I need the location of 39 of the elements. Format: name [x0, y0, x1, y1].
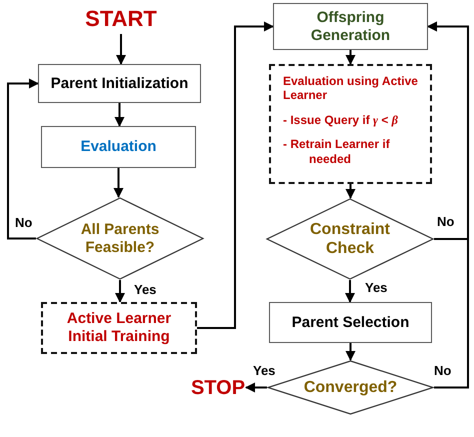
- bullet-text: - Retrain Learner if needed: [283, 137, 391, 166]
- process-box: [41, 126, 196, 168]
- decision-diamond: [36, 197, 204, 280]
- terminal-label: STOP: [190, 376, 246, 400]
- node-text: Evaluation: [80, 138, 156, 156]
- node-text: Evaluation using Active Learner: [283, 74, 419, 103]
- arrow: [346, 50, 356, 65]
- arrow: [114, 103, 124, 127]
- arrow: [245, 382, 267, 392]
- edge-label: No: [433, 363, 452, 378]
- arrow: [116, 34, 126, 65]
- edge-label: No: [14, 215, 34, 230]
- node-text: Active Learner Initial Training: [66, 310, 172, 346]
- process-box: [273, 3, 428, 50]
- edge-label: Yes: [133, 282, 158, 297]
- arrow: [427, 22, 469, 388]
- arrow: [197, 22, 274, 329]
- node-text: Parent Selection: [292, 314, 410, 332]
- arrow: [346, 184, 356, 199]
- dashed-process-box: [269, 64, 432, 184]
- bullet-text: - Issue Query if γ < β: [283, 112, 399, 128]
- dashed-process-box: [41, 302, 197, 354]
- decision-diamond: [266, 198, 434, 280]
- node-text: Constraint Check: [309, 220, 391, 258]
- terminal-label: START: [85, 6, 157, 32]
- process-box: [269, 302, 432, 343]
- node-text: All Parents Feasible?: [80, 220, 160, 256]
- arrow: [115, 280, 125, 303]
- edge-label: Yes: [364, 280, 388, 295]
- arrow: [7, 78, 39, 240]
- edge-label: Yes: [252, 363, 276, 378]
- arrow: [114, 168, 124, 198]
- node-text: Offspring Generation: [310, 8, 392, 44]
- process-box: [38, 64, 201, 103]
- edge-label: No: [436, 214, 456, 229]
- arrow: [345, 280, 355, 303]
- arrow: [346, 343, 356, 361]
- node-text: Converged?: [304, 378, 398, 398]
- node-text: Parent Initialization: [50, 74, 188, 92]
